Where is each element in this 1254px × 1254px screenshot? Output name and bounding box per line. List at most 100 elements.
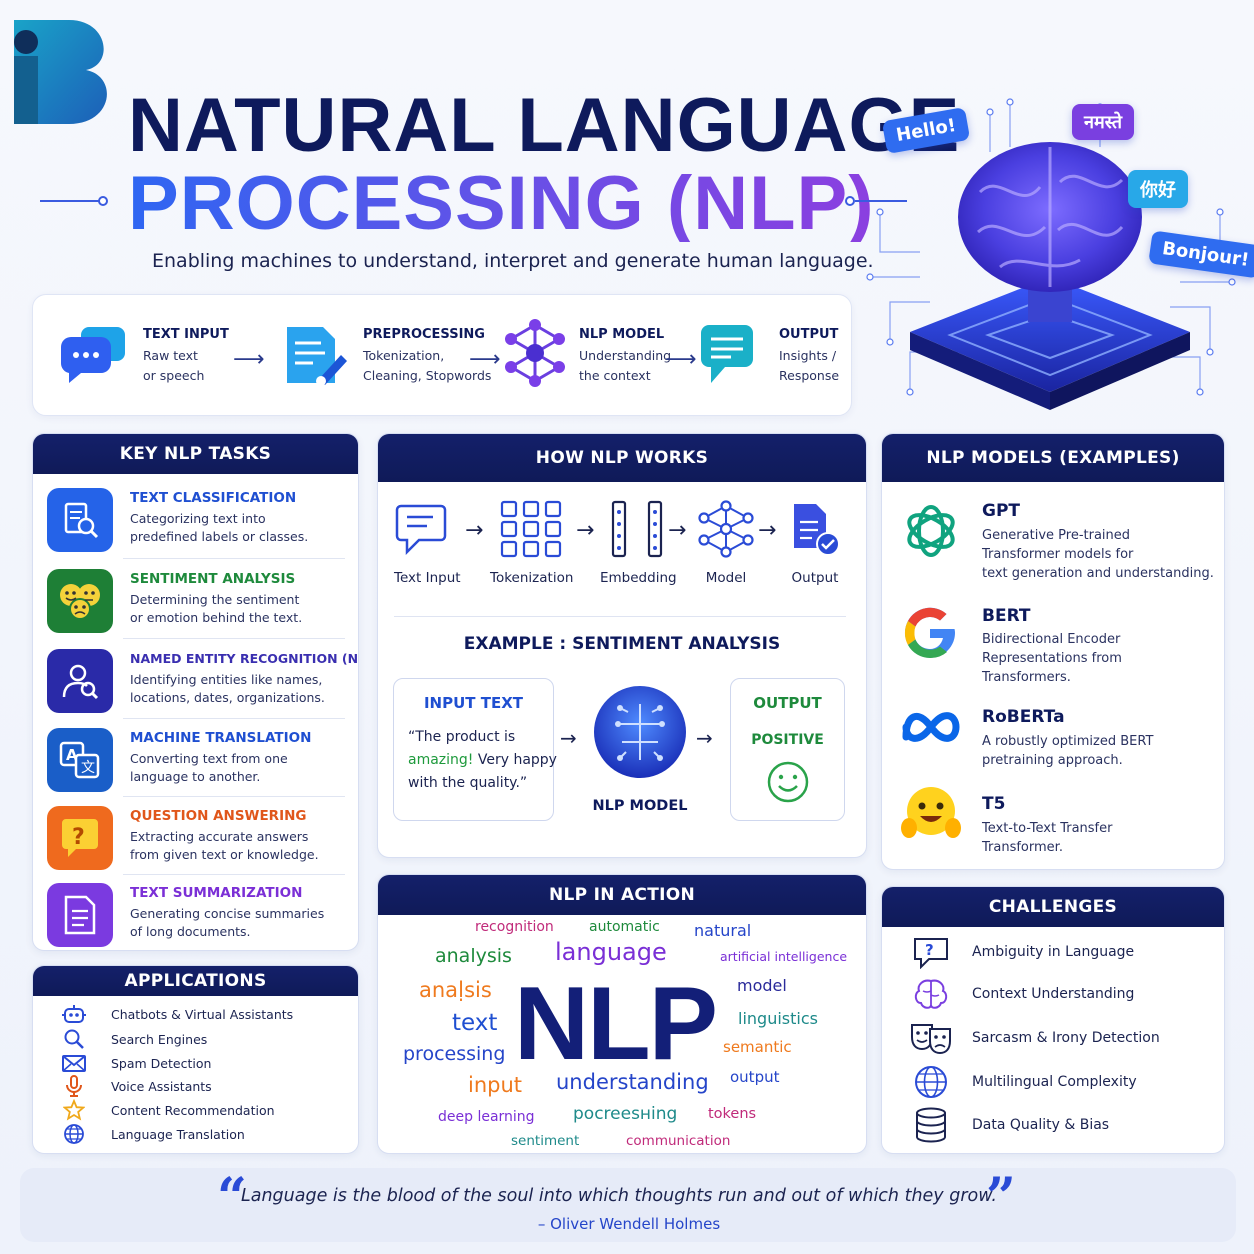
- hw-step-model: Model: [698, 500, 754, 586]
- word-cloud-big: NLP: [514, 966, 718, 1082]
- output-box: OUTPUT POSITIVE: [730, 678, 845, 821]
- word-cloud-word: communication: [626, 1133, 731, 1149]
- output-label: OUTPUT: [753, 694, 822, 712]
- title-line-1: NATURAL LANGUAGE: [128, 83, 961, 168]
- pipeline-desc: Insights /Response: [779, 348, 840, 383]
- task-title: NAMED ENTITY RECOGNITION (NER): [130, 651, 359, 666]
- word-cloud-word: text: [452, 1010, 498, 1036]
- word-cloud-word: output: [730, 1068, 780, 1086]
- quote-author: – Oliver Wendell Holmes: [537, 1215, 721, 1233]
- divider: [123, 718, 345, 719]
- brand-logo: [14, 20, 107, 124]
- emoji-faces-icon: [47, 569, 113, 633]
- model-name: T5: [982, 794, 1006, 814]
- word-cloud-word: model: [737, 976, 787, 995]
- word-cloud-word: anaḷsis: [419, 978, 492, 1002]
- task-sentiment-analysis: SENTIMENT ANALYSIS Determining the senti…: [45, 563, 345, 639]
- bubble-chinese: 你好: [1128, 170, 1188, 208]
- microphone-icon: [59, 1075, 89, 1097]
- divider: [123, 638, 345, 639]
- challenge-label: Ambiguity in Language: [972, 944, 1135, 960]
- hw-arrow: →: [465, 518, 484, 543]
- word-cloud-word: semantic: [723, 1038, 792, 1056]
- star-icon: [59, 1099, 89, 1121]
- example-heading: EXAMPLE : SENTIMENT ANALYSIS: [463, 634, 781, 654]
- challenge-label: Multilingual Complexity: [972, 1074, 1137, 1090]
- database-icon: [908, 1107, 954, 1143]
- hw-arrow: →: [668, 518, 687, 543]
- word-cloud-word: processing: [403, 1043, 506, 1065]
- title-deco-dot-left: [98, 196, 108, 206]
- document-search-icon: [47, 488, 113, 552]
- google-logo-icon: [904, 607, 955, 659]
- hw-step-label: Tokenization: [490, 570, 574, 586]
- message-icon: [701, 325, 753, 383]
- close-quote-icon: ”: [986, 1167, 1016, 1228]
- app-label: Spam Detection: [111, 1055, 212, 1071]
- word-cloud-word: understanding: [556, 1070, 709, 1094]
- person-search-icon: [47, 649, 113, 713]
- globe-icon: [59, 1123, 89, 1145]
- word-cloud-word: sentiment: [511, 1133, 580, 1149]
- word-cloud-word: tokens: [708, 1106, 757, 1122]
- model-name: GPT: [982, 501, 1021, 521]
- word-cloud-word: artificial intelligence: [720, 949, 848, 964]
- word-cloud-word: automatic: [589, 919, 660, 935]
- brain-illustration: Hello! नमस्ते 你好 Bonjour!: [860, 92, 1254, 422]
- hw-step-label: Model: [705, 570, 747, 586]
- openai-logo-icon: [907, 505, 955, 557]
- challenge-item: Multilingual Complexity: [908, 1065, 1137, 1099]
- app-label: Chatbots & Virtual Assistants: [111, 1006, 294, 1022]
- challenge-label: Sarcasm & Irony Detection: [972, 1030, 1160, 1046]
- task-title: MACHINE TRANSLATION: [130, 730, 312, 746]
- word-cloud-word: analysis: [435, 945, 512, 967]
- chat-bubble-icon: [396, 504, 447, 556]
- task-title: TEXT SUMMARIZATION: [130, 885, 303, 901]
- pipeline-title: NLP MODEL: [579, 327, 665, 342]
- example-arrow: →: [560, 726, 577, 750]
- input-text-box: INPUT TEXT “The product is amazing! Very…: [393, 678, 557, 821]
- hw-step-label: Embedding: [600, 570, 677, 586]
- task-title: QUESTION ANSWERING: [130, 808, 307, 824]
- document-lines-icon: [47, 883, 113, 947]
- chat-bubbles-icon: [60, 327, 125, 383]
- app-item: Content Recommendation: [59, 1099, 275, 1121]
- output-value: POSITIVE: [751, 732, 824, 748]
- app-label: Content Recommendation: [111, 1102, 275, 1118]
- meta-logo-icon: [902, 712, 960, 742]
- word-cloud-word: language: [555, 938, 667, 966]
- challenge-item: Sarcasm & Irony Detection: [908, 1021, 1160, 1055]
- word-cloud-word: deep learning: [438, 1109, 535, 1125]
- hw-step-label: Output: [791, 570, 839, 586]
- hugging-face-icon: [901, 787, 961, 838]
- pipeline-arrow: ⟶: [665, 347, 697, 372]
- pipeline-arrow: ⟶: [469, 347, 501, 372]
- hw-step-text-input: Text Input: [394, 500, 461, 586]
- title-deco-line-right: [855, 200, 907, 202]
- search-icon: [59, 1028, 89, 1050]
- robot-icon: [59, 1003, 89, 1025]
- applications-panel: APPLICATIONS Chatbots & Virtual Assistan…: [32, 965, 359, 1154]
- word-cloud-word: natural: [694, 921, 752, 940]
- models-heading: NLP MODELS (EXAMPLES): [882, 434, 1224, 482]
- key-tasks-heading: KEY NLP TASKS: [33, 434, 358, 474]
- model-name: RoBERTa: [982, 707, 1065, 727]
- challenge-item: Context Understanding: [908, 977, 1134, 1011]
- hw-step-label: Text Input: [394, 570, 461, 586]
- pipeline-title: TEXT INPUT: [143, 327, 229, 342]
- bubble-hindi: नमस्ते: [1072, 104, 1135, 140]
- example-arrow: →: [696, 726, 713, 750]
- title-deco-line-left: [40, 200, 102, 202]
- input-text-value: “The product is amazing! Very happy with…: [408, 729, 557, 791]
- network-icon: [698, 500, 754, 558]
